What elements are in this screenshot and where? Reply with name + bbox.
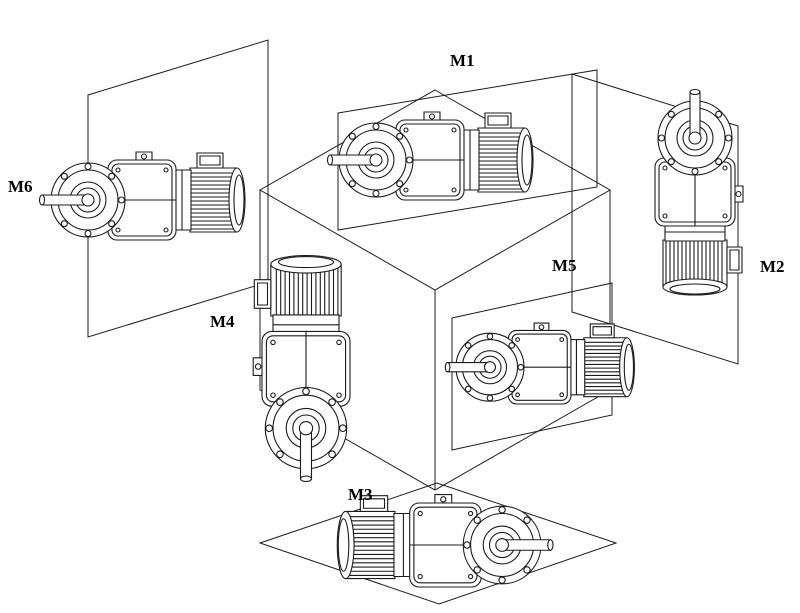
- gearmotor-m3: [336, 494, 554, 588]
- gearmotor-m5: [444, 322, 635, 405]
- gearmotor-m6: [38, 151, 246, 241]
- label-m3: M3: [348, 485, 373, 504]
- label-m6: M6: [8, 177, 33, 196]
- label-m2: M2: [760, 257, 785, 276]
- label-m1: M1: [450, 51, 475, 70]
- mounting-panel-m5: [452, 283, 612, 450]
- mounting-cube: [260, 90, 610, 490]
- label-m4: M4: [210, 312, 235, 331]
- mounting-panel-m1: [338, 70, 597, 230]
- label-m5: M5: [552, 256, 577, 275]
- gearmotor-m1: [326, 111, 534, 201]
- gearmotor-m4: [252, 254, 351, 483]
- gearmotor-m2: [654, 88, 744, 296]
